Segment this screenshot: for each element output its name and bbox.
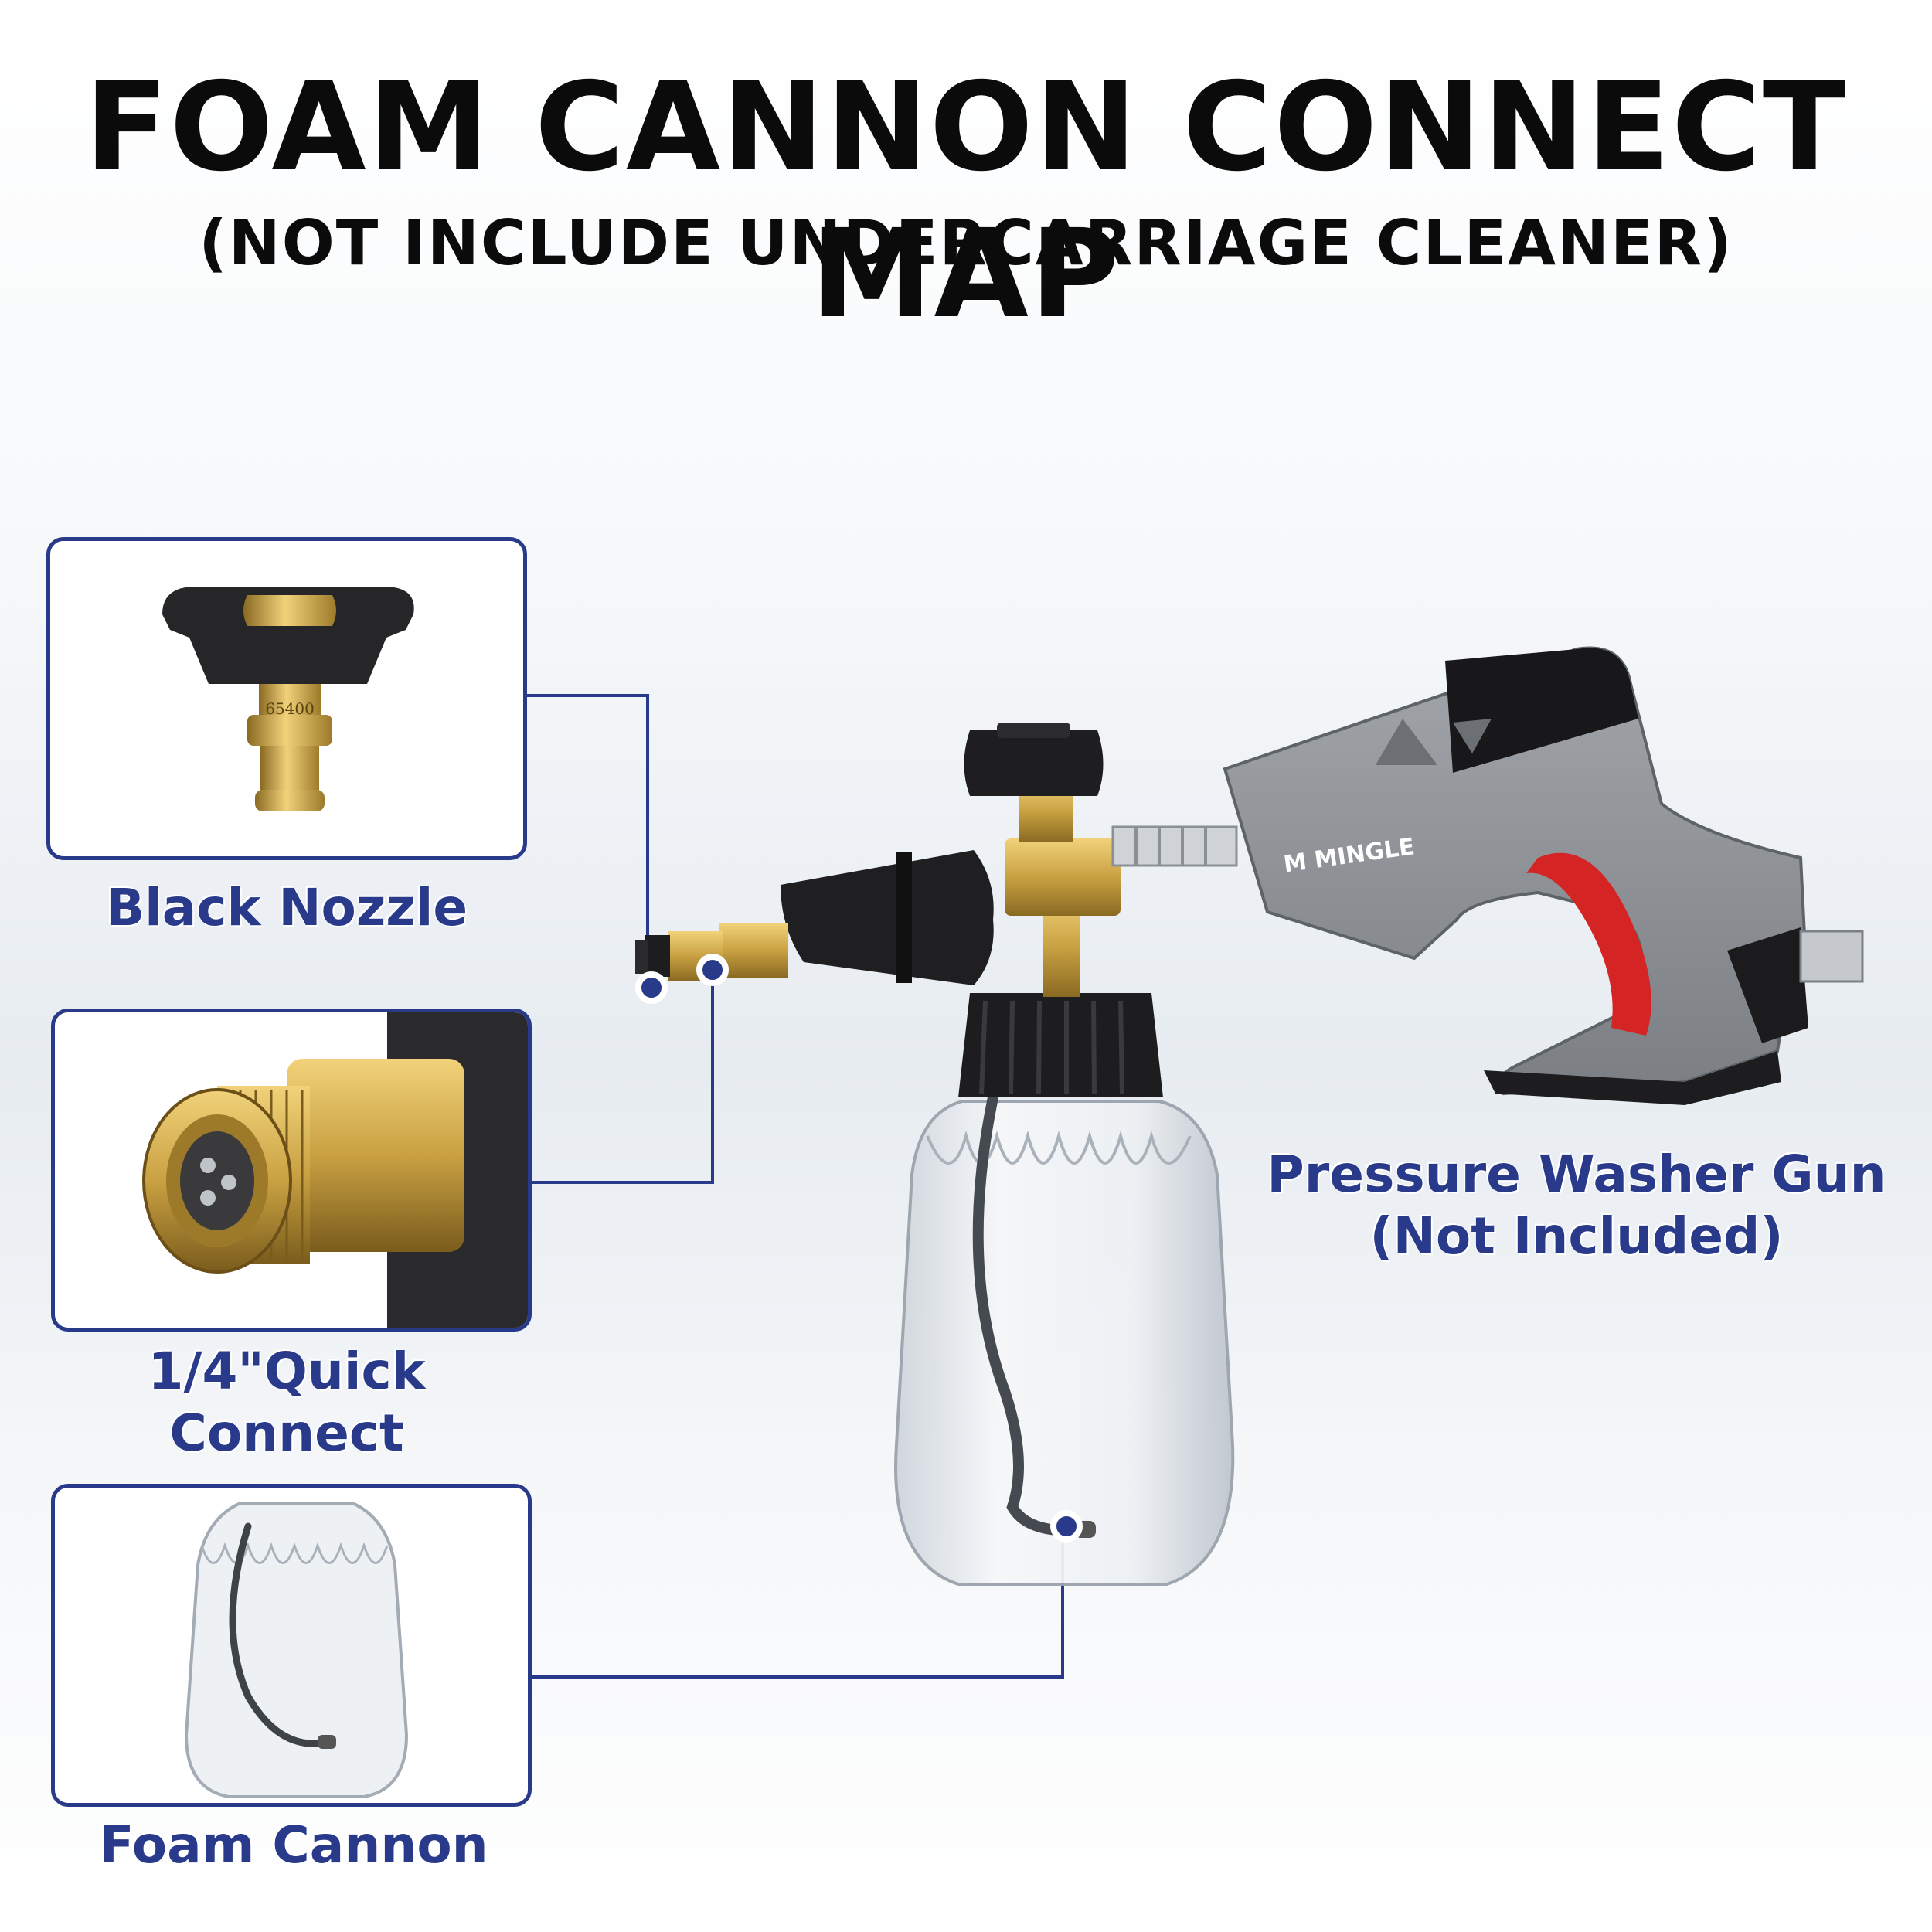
page-title: FOAM CANNON CONNECT MAP bbox=[84, 56, 1848, 345]
bottle-image bbox=[184, 1502, 409, 1798]
label-quick-connect-line2: Connect bbox=[169, 1403, 404, 1463]
callout-dot-quick-connect bbox=[696, 954, 729, 986]
nozzle-stamp: 65400 bbox=[265, 699, 315, 718]
label-gun-line2: (Not Included) bbox=[1369, 1206, 1784, 1266]
label-pressure-washer-gun: Pressure Washer Gun (Not Included) bbox=[1236, 1144, 1917, 1267]
callout-panel-foam-cannon bbox=[51, 1484, 532, 1807]
connector-line-nozzle bbox=[527, 694, 649, 970]
adjust-knob bbox=[964, 730, 1104, 796]
label-quick-connect: 1/4"Quick Connect bbox=[46, 1341, 527, 1464]
nozzle-image bbox=[162, 587, 414, 811]
callout-panel-black-nozzle: 65400 bbox=[46, 537, 527, 860]
foam-cannon-body bbox=[781, 850, 994, 985]
label-gun-line1: Pressure Washer Gun bbox=[1267, 1145, 1886, 1204]
callout-dot-nozzle bbox=[635, 971, 668, 1004]
foam-bottle bbox=[894, 993, 1235, 1586]
callout-dot-foam-cannon bbox=[1050, 1510, 1083, 1543]
page-subtitle: (NOT INCLUDE UNDERCARRIAGE CLEANER) bbox=[199, 207, 1733, 279]
label-black-nozzle: Black Nozzle bbox=[105, 878, 468, 937]
label-foam-cannon: Foam Cannon bbox=[99, 1815, 488, 1875]
pressure-washer-gun bbox=[1223, 646, 1864, 1105]
front-brass-fitting bbox=[719, 923, 788, 978]
callout-panel-quick-connect bbox=[51, 1009, 532, 1332]
connector-line-quick-connect bbox=[532, 970, 714, 1184]
quick-connect-image bbox=[142, 1012, 528, 1328]
label-quick-connect-line1: 1/4"Quick bbox=[148, 1342, 426, 1401]
